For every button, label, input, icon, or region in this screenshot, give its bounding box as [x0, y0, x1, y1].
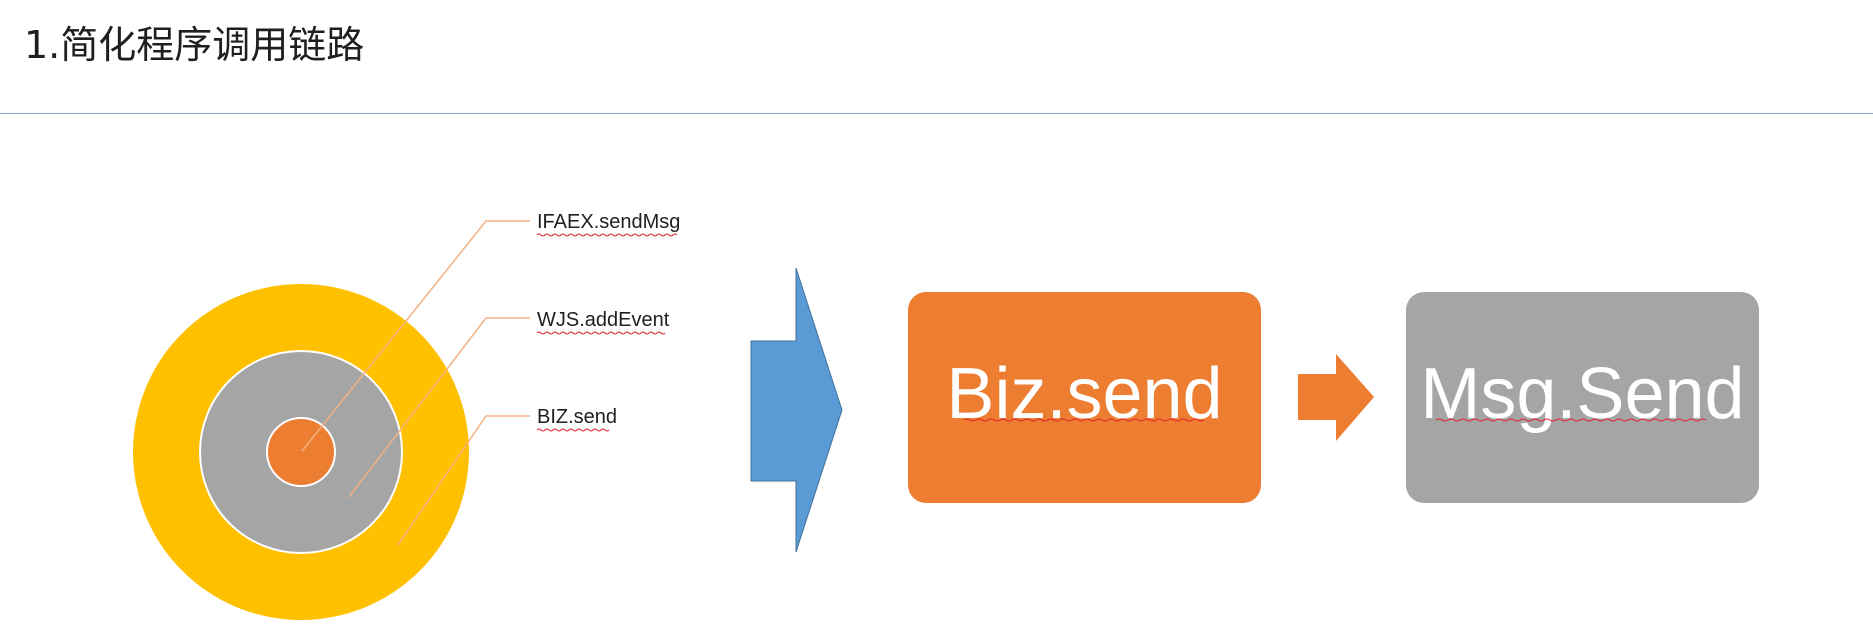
slide-title: 1.简化程序调用链路	[24, 23, 365, 67]
leader-line-inner	[397, 415, 530, 546]
step-label-biz-send: Biz.send	[946, 354, 1222, 434]
leader-line-middle	[348, 317, 530, 498]
spellcheck-underline	[1435, 418, 1707, 422]
step-label-msg-send: Msg.Send	[1420, 354, 1744, 434]
layer-label-middle: WJS.addEvent	[537, 309, 670, 331]
layer-label-inner: BIZ.send	[537, 406, 617, 428]
big-arrow-shape	[750, 267, 843, 553]
step-box-msg-send	[1406, 292, 1759, 503]
layer-label-outer: IFAEX.sendMsg	[537, 211, 680, 233]
small-arrow-shape	[1298, 354, 1374, 441]
spellcheck-underline	[536, 428, 610, 432]
step-box-biz-send	[908, 292, 1261, 503]
spellcheck-underline	[536, 233, 678, 237]
spellcheck-underline	[963, 418, 1205, 422]
inner-layer-circle	[266, 417, 336, 487]
title-divider	[0, 113, 1873, 114]
spellcheck-underline	[536, 331, 666, 335]
leader-line-outer	[301, 220, 530, 452]
